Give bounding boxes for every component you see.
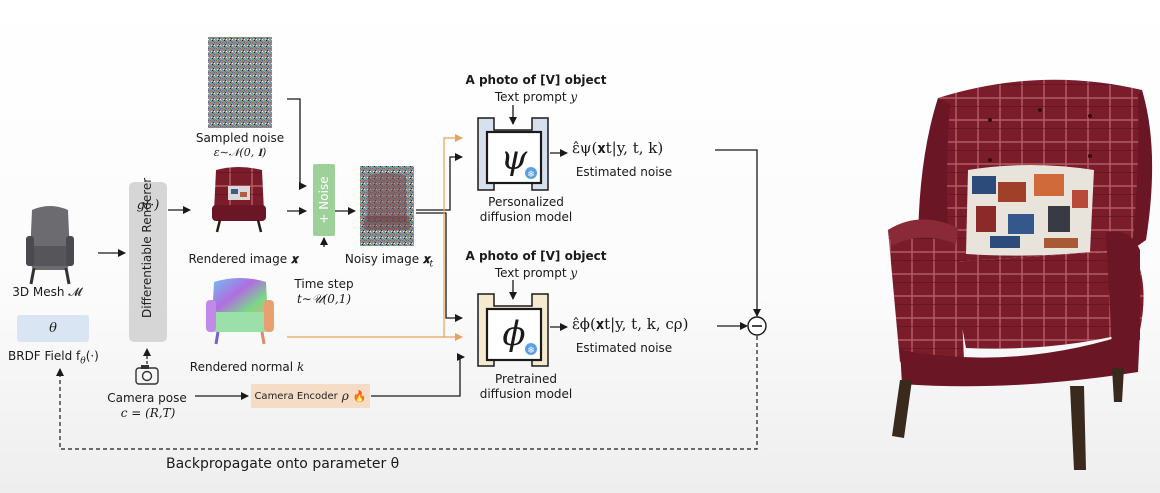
- personalized-prompt-label-text: Text prompt: [494, 90, 567, 104]
- minus-circle-icon: [747, 316, 767, 336]
- personalized-prompt-title: A photo of [V] object: [465, 73, 607, 87]
- renderer-block: [129, 182, 167, 342]
- pretrained-prompt-label: Text prompt y: [495, 266, 577, 280]
- personalized-output-label: Estimated noise: [575, 165, 673, 179]
- rendered-image-sym: 𝐱: [290, 252, 298, 266]
- brdf-label-sub: θ: [80, 356, 86, 367]
- rendered-normal-label-text: Rendered normal: [189, 360, 294, 374]
- mesh-label: 3D Mesh 𝓜: [12, 285, 82, 299]
- pretrained-prompt-title: A photo of [V] object: [465, 249, 607, 263]
- rendered-normal-chair: [206, 278, 274, 345]
- rendered-image-label-text: Rendered image: [188, 252, 288, 266]
- pretrained-output-eq: ε̂ϕ(𝐱t|y, t, k, cρ): [572, 315, 689, 333]
- camera-pose-label: Camera pose: [107, 391, 187, 405]
- snowflake-icon: ❄: [525, 167, 537, 180]
- personalized-model-line1: Personalized: [488, 195, 564, 209]
- noisy-image-sym: 𝐱: [422, 252, 430, 266]
- brdf-label: BRDF Field fθ(·): [8, 349, 99, 368]
- arrow-noisy-to-pretrained: [416, 212, 463, 322]
- camera-encoder-sym: ρ: [341, 389, 349, 403]
- pretrained-model-line1: Pretrained: [494, 372, 558, 386]
- result-chair-image: [888, 79, 1153, 470]
- rendered-normal-label: Rendered normal k: [190, 360, 304, 374]
- svg-text:❄: ❄: [527, 346, 535, 356]
- arrow-normal-to-personalized: [287, 134, 463, 338]
- personalized-symbol: ψ: [500, 138, 528, 178]
- svg-text:❄: ❄: [527, 170, 535, 180]
- renderer-function: g(·): [136, 198, 160, 213]
- theta-box: [17, 315, 89, 342]
- pretrained-prompt-label-text: Text prompt: [494, 266, 567, 280]
- rendered-image-chair: [212, 167, 266, 233]
- snowflake-icon: ❄: [525, 343, 537, 356]
- arrow-encoder-to-pretrained: [371, 353, 465, 397]
- sampled-noise-label: Sampled noise: [195, 131, 285, 145]
- theta-symbol: θ: [49, 321, 57, 336]
- noisy-image-label-text: Noisy image: [344, 252, 420, 266]
- pretrained-symbol: ϕ: [502, 314, 526, 354]
- brdf-label-text: BRDF Field f: [8, 349, 81, 363]
- rendered-image-label: Rendered image 𝐱: [188, 252, 297, 266]
- camera-encoder-box: Camera Encoder ρ 🔥: [251, 384, 370, 408]
- noisy-image-label: Noisy image 𝐱t: [345, 252, 433, 271]
- brdf-label-suffix: (·): [85, 349, 99, 363]
- arrow-noise-to-add: [287, 98, 307, 190]
- rendered-normal-sym: k: [296, 360, 305, 374]
- add-noise-label: + Noise: [317, 176, 331, 224]
- arrow-output1-to-minus: [715, 149, 761, 317]
- pretrained-prompt-sym: y: [570, 266, 578, 280]
- pretrained-model-line2: diffusion model: [479, 387, 573, 401]
- sampled-noise-eq: ε∼𝒩(0, 𝐈): [213, 146, 267, 159]
- noisy-image: [360, 166, 414, 246]
- mesh-chair-image: [26, 206, 74, 285]
- camera-pose-eq: c = (R,T): [120, 406, 176, 420]
- add-noise-block: [313, 164, 335, 236]
- personalized-prompt-label: Text prompt y: [495, 90, 577, 104]
- personalized-model-line2: diffusion model: [479, 210, 573, 224]
- camera-icon: [135, 365, 159, 385]
- renderer-label: Differentiable Renderer: [140, 177, 154, 318]
- time-step-eq: t∼𝒰(0,1): [296, 292, 352, 306]
- personalized-prompt-sym: y: [570, 90, 578, 104]
- personalized-output-eq: ε̂ψ(𝐱t|y, t, k): [572, 139, 664, 157]
- backprop-arrow: [56, 336, 758, 450]
- backprop-label: Backpropagate onto parameter θ: [166, 456, 400, 472]
- pretrained-output-label: Estimated noise: [575, 341, 673, 355]
- fire-icon: 🔥: [352, 389, 367, 403]
- arrow-noisy-to-personalized: [416, 153, 463, 211]
- sampled-noise-image: [208, 37, 272, 128]
- noisy-image-sub: t: [429, 259, 434, 270]
- camera-encoder-label: Camera Encoder: [254, 390, 338, 402]
- time-step-label: Time step: [294, 277, 354, 291]
